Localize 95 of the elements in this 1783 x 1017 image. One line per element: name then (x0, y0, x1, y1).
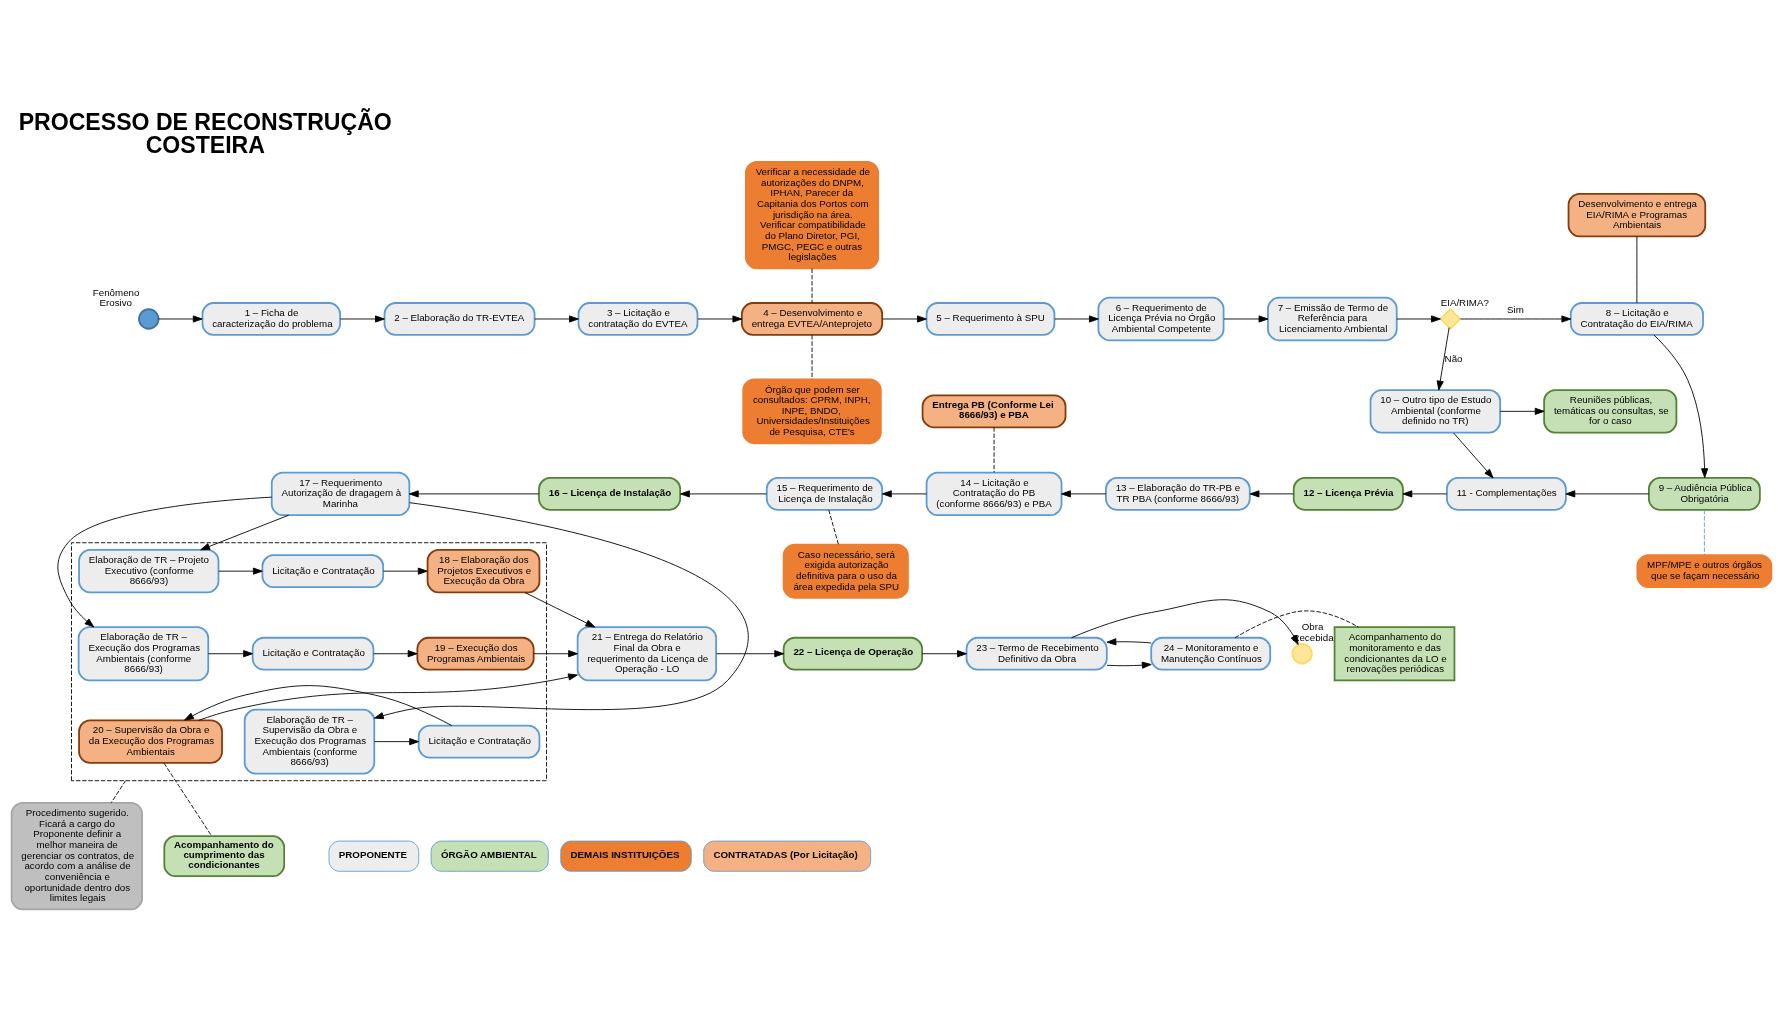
arrow (218, 567, 263, 575)
arrow (882, 489, 927, 497)
edge-label: Sim (1507, 303, 1524, 315)
node-box: Elaboração de TR – Supervisão da Obra e Execução dos Programas Ambientais (conforme 8666/93) (243, 708, 376, 774)
node-box: Licitação e Contratação (261, 553, 385, 588)
node-box: Caso necessário, será exigida autorização definitiva para o uso da área expedida pela SPU (782, 543, 909, 599)
node-box: 24 – Monitoramento e Manutenção Contínuos (1150, 636, 1272, 671)
node-box: 17 – Requerimento Autorização de dragagem à Marinha (270, 471, 411, 516)
arrow (382, 567, 428, 575)
arrow (1565, 489, 1650, 497)
arrow (534, 314, 579, 323)
node-box: Entrega PB (Conforme Lei 8666/93) e PBA (921, 393, 1067, 428)
node-box: Elaboração de TR – Projeto Executivo (conforme 8666/93) (78, 548, 220, 593)
arrow (374, 501, 749, 719)
arrow (1436, 326, 1450, 390)
arrow (524, 591, 596, 627)
arrow (1402, 489, 1448, 497)
node-box: 20 – Supervisão da Obra e da Execução dos Programas Ambientais (78, 718, 223, 764)
node-box: 22 – Licença de Operação (782, 636, 923, 671)
connector (1234, 609, 1359, 638)
arrow (1499, 407, 1545, 415)
edge-label: Não (1444, 352, 1463, 364)
arrow (207, 649, 253, 657)
arrow (57, 496, 273, 627)
node-label: Fenômeno Erosivo (92, 286, 140, 308)
arrow (921, 649, 967, 657)
node-box: Acompanhamento do monitoramento e das condicionantes da LO e renovações periódicas (1333, 625, 1456, 681)
arrow (716, 649, 785, 657)
arrow (1061, 489, 1107, 497)
legend-label: ÓRGÃO AMBIENTAL (440, 848, 537, 860)
node-box: 1 – Ficha de caracterização do problema (201, 301, 341, 336)
node-box: 8 – Licitação e Contratação do EIA/RIMA (1569, 301, 1704, 336)
arrow (533, 649, 578, 657)
arrow (200, 514, 290, 550)
arrow (1071, 598, 1299, 645)
node-box: 6 – Requerimento de Licença Prévia no Órgão Ambiental Competente (1097, 296, 1225, 341)
node-box: 23 – Termo de Recebimento Definitivo da Obra (965, 636, 1108, 671)
node-box: Órgão que podem ser consultados: CPRM, INPH, INPE, BNDO, Universidades/Instituições de Pesquisa, CTE's (742, 377, 882, 444)
node-box: Verificar a necessidade de autorizações do DNPM, IPHAN, Parecer da Capitania dos Portos com jurisdição na área. Verificar compatibilidade do Plano Diretor, PGI, PMGC, PEGC e outras legislações (745, 160, 880, 269)
node-box: Licitação e Contratação (417, 724, 541, 758)
connector (163, 762, 212, 836)
node-box: Licitação e Contratação (251, 636, 375, 671)
arrow (198, 672, 578, 721)
arrow (1106, 637, 1152, 645)
arrow (1396, 314, 1441, 323)
connector (811, 267, 813, 303)
arrow (1054, 314, 1099, 323)
node-box: 14 – Licitação e Contratação do PB (conforme 8666/93) e PBA (925, 471, 1063, 516)
node-box: 13 – Elaboração do TR-PB e TR PBA (conforme 8666/93) (1105, 476, 1251, 511)
arrow (408, 489, 540, 497)
node-box: 7 – Emissão de Termo de Referência para Licenciamento Ambiental (1267, 296, 1398, 341)
arrow (184, 684, 453, 726)
arrow (1106, 661, 1152, 669)
connector (110, 779, 127, 803)
node-box: Procedimento sugerido. Ficará a cargo do Proponente definir a melhor maneira de gerenciar os contratos, de acordo com a análise de conveniência e oportunidade dentro dos limites legais (10, 801, 143, 910)
node-diamond (1439, 307, 1462, 330)
arrow (1653, 334, 1709, 478)
node-box: 4 – Desenvolvimento e entrega EVTEA/Anteprojeto (741, 301, 884, 336)
node-box: 19 – Execução dos Programas Ambientais (416, 636, 535, 671)
node-box: 16 – Licença de Instalação (538, 476, 682, 511)
arrow (158, 314, 203, 323)
node-label: EIA/RIMA? (1440, 296, 1489, 308)
diagram-title: PROCESSO DE RECONSTRUÇÃO COSTEIRA (18, 108, 392, 158)
node-box: Acompanhamento do cumprimento das condicionantes (163, 834, 286, 877)
arrow (373, 737, 419, 745)
node-box: Elaboração de TR – Execução dos Programas Ambientais (conforme 8666/93) (77, 625, 210, 681)
arrow (697, 314, 743, 323)
node-box: 11 - Complementações (1446, 476, 1567, 511)
arrow (1453, 432, 1494, 478)
node-box: 10 – Outro tipo de Estudo Ambiental (conforme definido no TR) (1369, 388, 1502, 434)
node-box: Reuniões públicas, temáticas ou consultas, se for o caso (1543, 388, 1678, 434)
arrow (882, 314, 927, 323)
legend-label: DEMAIS INSTITUIÇÕES (570, 848, 680, 860)
node-box: 21 – Entrega do Relatório Final da Obra e requerimento da Licença de Operação - LO (576, 625, 718, 681)
node-box: 12 – Licença Prévia (1292, 476, 1404, 511)
legend-label: PROPONENTE (338, 848, 408, 860)
node-box: 3 – Licitação e contratação do EVTEA (577, 301, 699, 336)
arrow (339, 314, 385, 323)
node-circle (138, 307, 160, 330)
legend-label: CONTRATADAS (Por Licitação) (713, 848, 858, 860)
node-box: MPF/MPE e outros órgãos que se façam necessário (1636, 553, 1773, 588)
connector (828, 509, 839, 545)
node-box: Desenvolvimento e entrega EIA/RIMA e Programas Ambientais (1567, 192, 1707, 237)
node-circle (1291, 642, 1313, 664)
arrow (373, 649, 418, 657)
arrow (1223, 314, 1269, 323)
node-box: 9 – Audiência Pública Obrigatória (1648, 476, 1761, 511)
node-box: 18 – Elaboração dos Projetos Executivos e Execução da Obra (426, 548, 541, 593)
arrow (680, 489, 767, 497)
node-box: 5 – Requerimento à SPU (925, 301, 1056, 336)
connector (1703, 509, 1705, 555)
arrow (1460, 314, 1572, 323)
node-box: 2 – Elaboração do TR-EVTEA (383, 301, 536, 336)
node-box: 15 – Requerimento de Licença de Instalação (765, 476, 884, 511)
arrow (1249, 489, 1294, 497)
